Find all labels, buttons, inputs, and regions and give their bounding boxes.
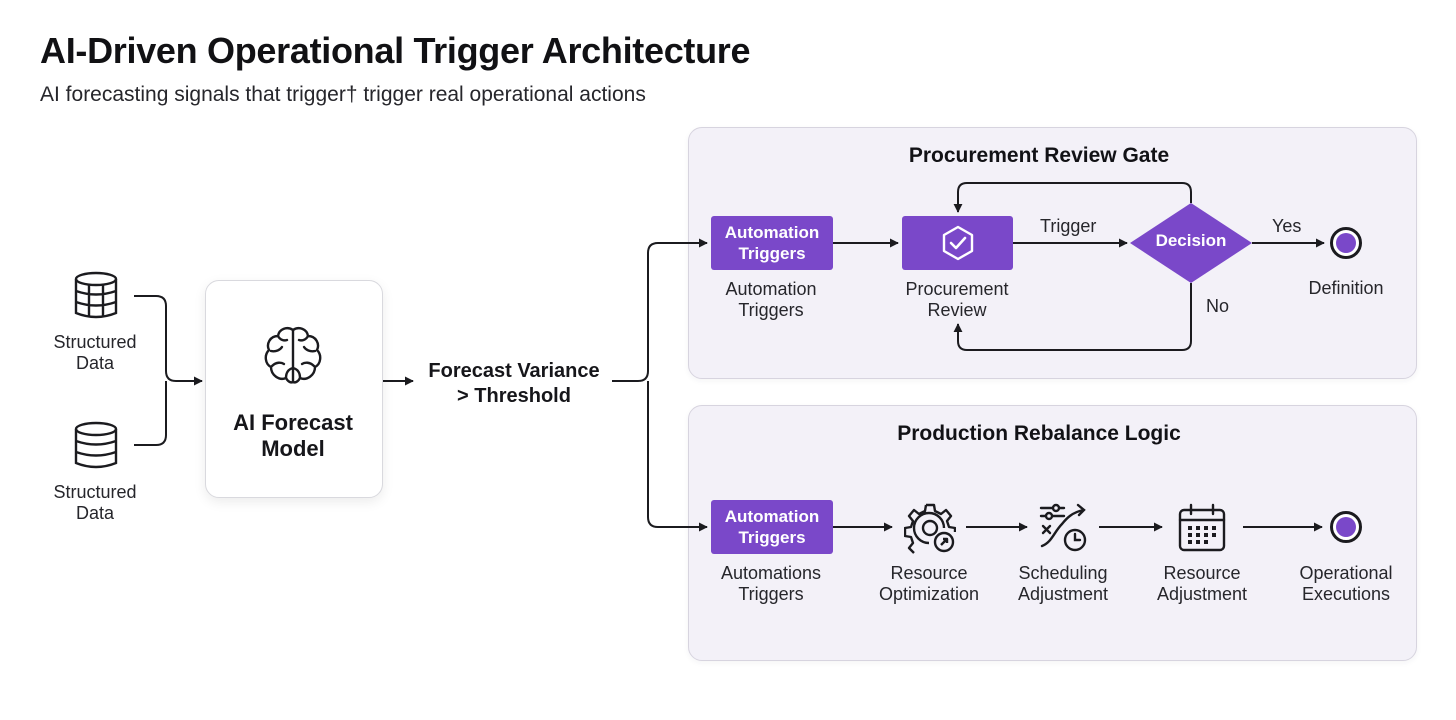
procurement-trigger-caption: Automation Triggers [725, 279, 817, 320]
source-label-1: Structured Data [53, 332, 137, 373]
forecast-variance-condition: Forecast Variance > Threshold [428, 360, 600, 407]
decision-label: Decision [1155, 231, 1227, 250]
production-step-caption-2: Resource Optimization [878, 563, 980, 604]
procurement-review-caption: Procurement Review [905, 279, 1009, 320]
page-subtitle: AI forecasting signals that trigger† tri… [40, 83, 646, 106]
connector-source1-model [134, 295, 203, 386]
production-step-caption-4: Resource Adjustment [1156, 563, 1248, 604]
brain-icon [264, 327, 322, 384]
source-label-2: Structured Data [53, 482, 137, 523]
shield-check-icon [942, 225, 973, 261]
connector-source2-model [134, 381, 167, 446]
trigger-edge-label: Trigger [1040, 216, 1097, 236]
database-stack-icon [74, 421, 118, 469]
connector-loop-no [953, 283, 1192, 351]
gear-optimize-icon [904, 503, 956, 554]
production-panel-title: Production Rebalance Logic [897, 422, 1181, 445]
page-title: AI-Driven Operational Trigger Architectu… [40, 30, 751, 71]
production-step-caption-5: Operational Executions [1299, 563, 1393, 604]
production-step-caption-1: Automations Triggers [720, 563, 822, 604]
production-step-caption-3: Scheduling Adjustment [1017, 563, 1109, 604]
procurement-review-box [902, 216, 1013, 270]
procurement-end-node [1330, 227, 1362, 259]
production-end-node [1330, 511, 1362, 543]
procurement-automation-triggers-box: Automation Triggers [711, 216, 833, 270]
calendar-icon [1178, 503, 1226, 552]
connector-condition-procurement [612, 238, 708, 382]
database-grid-icon [74, 271, 118, 319]
ai-forecast-model-label: AI Forecast Model [233, 410, 353, 461]
yes-edge-label: Yes [1272, 216, 1302, 236]
ai-forecast-model-card [205, 280, 383, 498]
procurement-end-caption: Definition [1308, 278, 1384, 298]
no-edge-label: No [1206, 296, 1230, 316]
procurement-panel-title: Procurement Review Gate [908, 144, 1170, 167]
production-automation-triggers-box: Automation Triggers [711, 500, 833, 554]
connector-condition-production [647, 381, 708, 532]
schedule-adjust-icon [1039, 503, 1087, 552]
connector-loop-top [953, 182, 1192, 213]
